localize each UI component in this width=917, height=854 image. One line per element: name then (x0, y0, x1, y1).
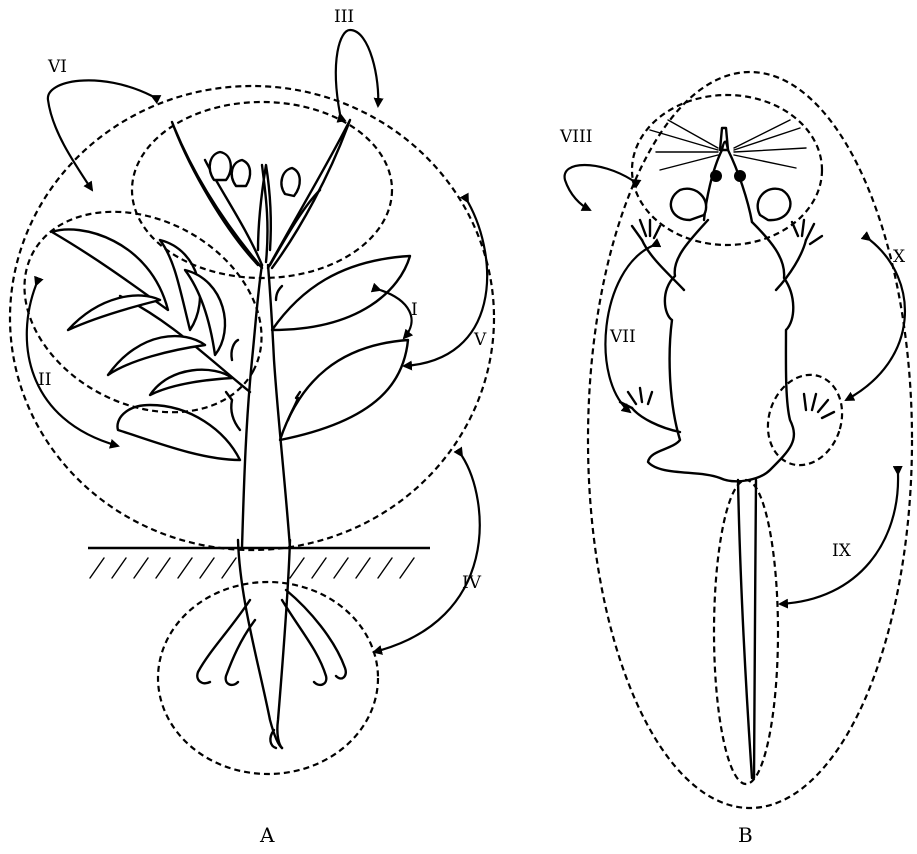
region-root (158, 582, 378, 774)
label-IV: IV (462, 573, 482, 593)
mouse-tail (738, 480, 756, 778)
label-III: III (334, 7, 354, 27)
label-VI: VI (47, 57, 67, 77)
region-hind-paw (757, 365, 854, 475)
label-VIII: VIII (559, 127, 592, 147)
arrow-VIII (565, 165, 632, 210)
region-whole-body (588, 72, 912, 808)
plant-stem (242, 265, 290, 548)
mouse-body (632, 220, 806, 481)
plant-root (197, 540, 346, 748)
label-I: I (411, 300, 418, 320)
plant-branch-leaves (52, 229, 250, 460)
plant-flower (172, 120, 350, 268)
arrow-III (336, 30, 378, 114)
arrow-I (380, 290, 412, 338)
label-IX: IX (832, 541, 852, 561)
label-V: V (473, 330, 487, 350)
mouse-eye-right (734, 170, 746, 182)
label-II: II (38, 370, 51, 390)
ground-line (88, 548, 430, 578)
arrow-IV (374, 456, 480, 652)
caption-b: B (738, 823, 753, 847)
arrow-IX (780, 474, 898, 604)
plant-figure: III VI I II V IV A (0, 7, 494, 847)
mouse-eye-left (710, 170, 722, 182)
label-VII: VII (609, 327, 636, 347)
mouse-figure: VIII VII X IX B (559, 72, 912, 847)
mouse-head (650, 120, 806, 222)
caption-a: A (259, 823, 275, 847)
label-X: X (893, 247, 906, 267)
region-tail (714, 480, 778, 784)
